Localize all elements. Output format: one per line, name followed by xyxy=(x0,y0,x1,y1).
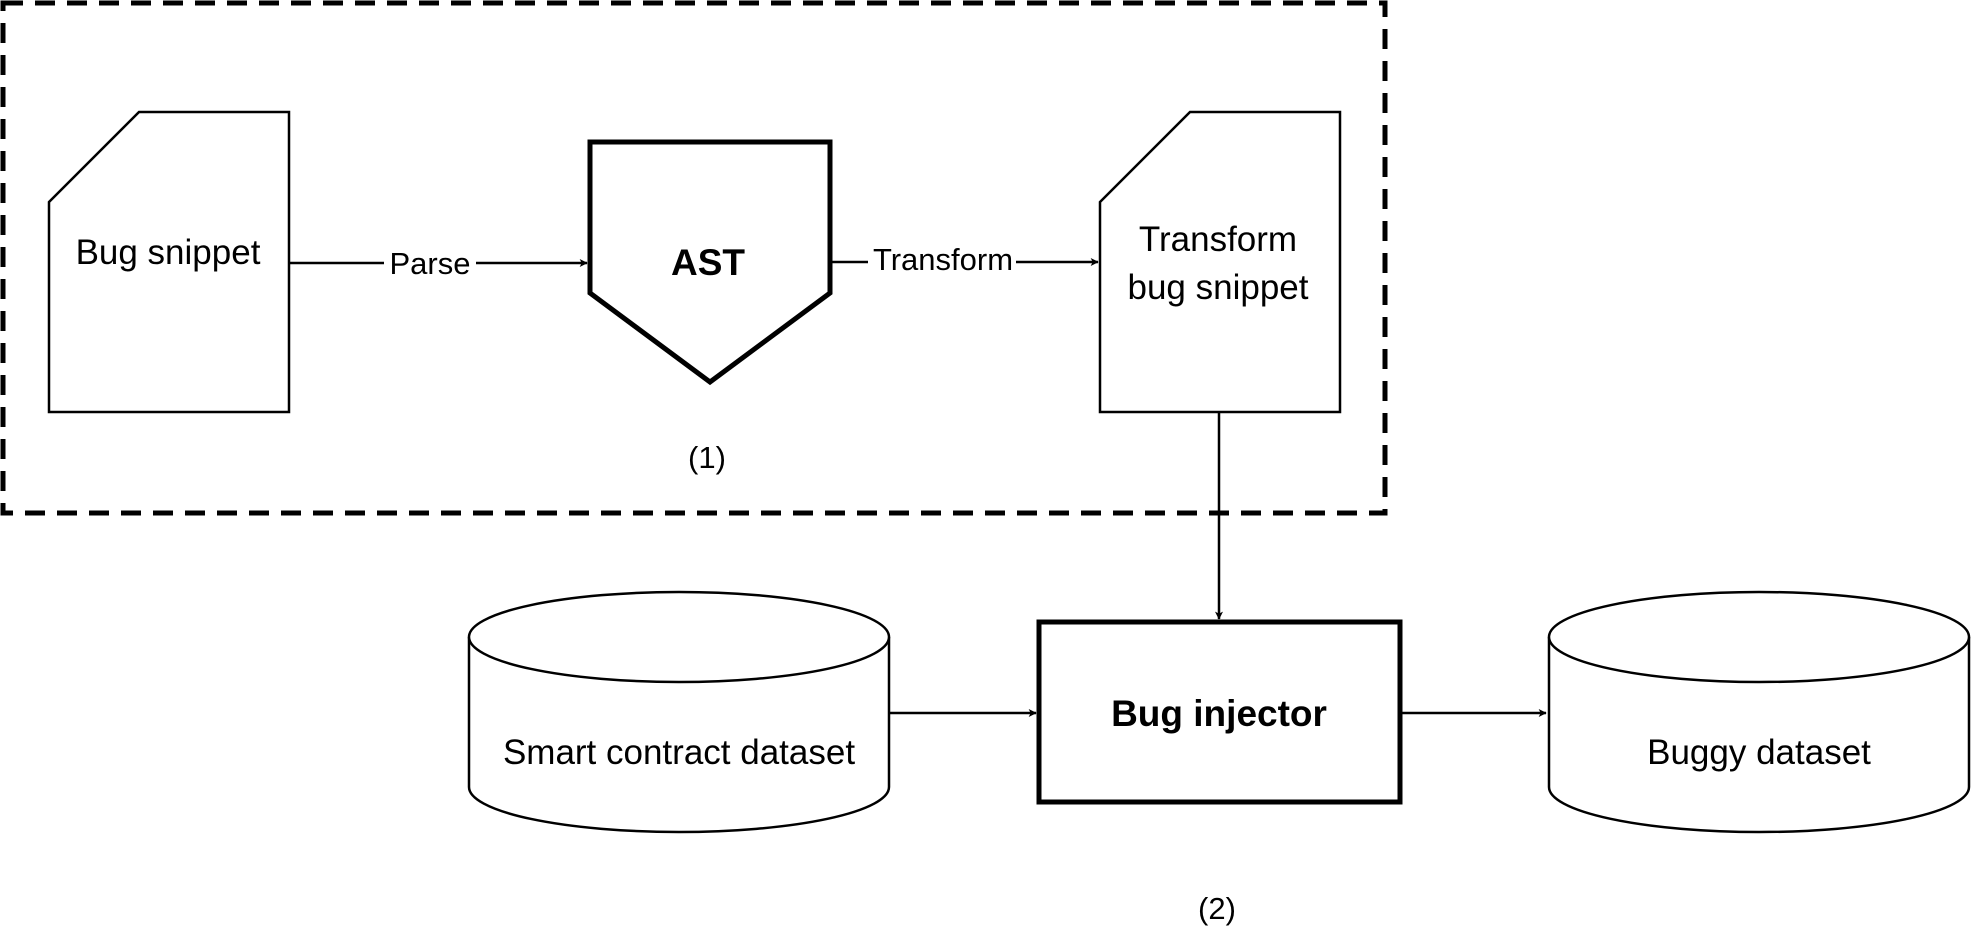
bug-snippet-label: Bug snippet xyxy=(76,233,261,272)
buggy-dataset-cylinder-top xyxy=(1547,590,1971,684)
transform-bug-snippet-label-line2: bug snippet xyxy=(1128,268,1309,307)
transform-label-bg xyxy=(868,242,1016,280)
smart-contract-dataset-label: Smart contract dataset xyxy=(503,733,855,772)
transform-label: Transform xyxy=(873,242,1013,277)
bug-injector-label: Bug injector xyxy=(1111,693,1327,734)
bug-snippet-card xyxy=(47,110,291,414)
smart-contract-dataset-cylinder-body xyxy=(467,637,891,834)
stage-1-boundary xyxy=(0,0,1388,516)
transform-bug-snippet-card xyxy=(1098,110,1342,414)
transform-bug-snippet-label-line1: Transform xyxy=(1139,220,1297,259)
stage-2-label: (2) xyxy=(1198,891,1236,926)
ast-label: AST xyxy=(671,242,745,283)
stage-1-label: (1) xyxy=(688,440,726,475)
ast-node xyxy=(587,139,833,386)
buggy-dataset-label: Buggy dataset xyxy=(1647,733,1871,772)
parse-label: Parse xyxy=(390,246,471,281)
buggy-dataset-cylinder-body xyxy=(1547,637,1971,834)
parse-label-bg xyxy=(384,244,476,282)
bug-injector-node xyxy=(1036,619,1403,805)
smart-contract-dataset-cylinder-top xyxy=(467,590,891,684)
